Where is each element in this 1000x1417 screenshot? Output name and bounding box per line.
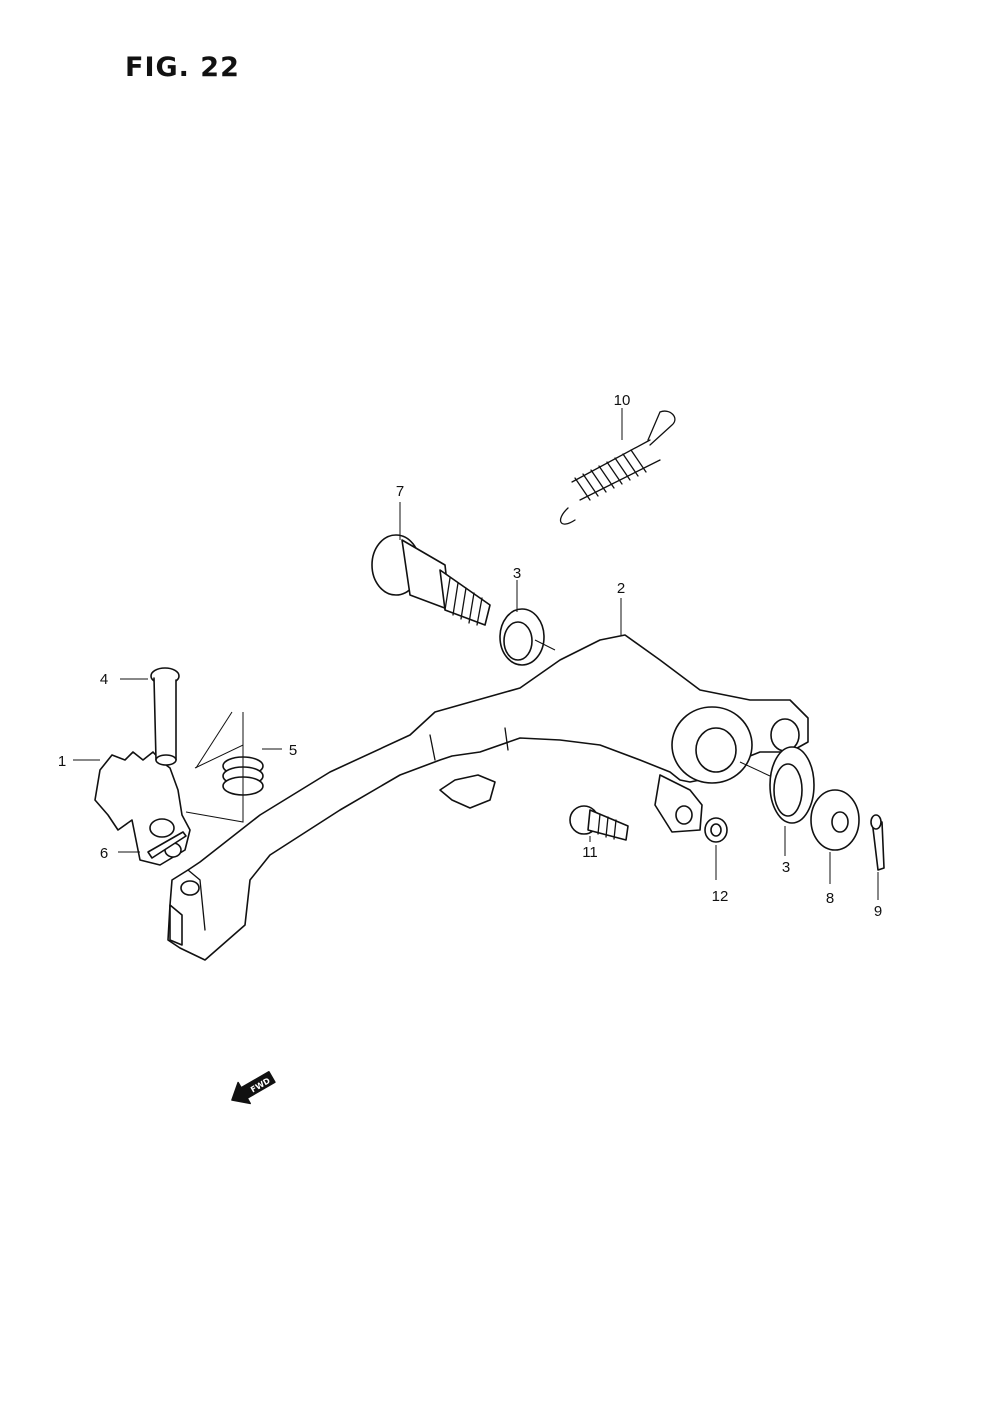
clevis-pin (150, 667, 180, 766)
oil-seal-right (739, 746, 815, 824)
callout-4: 4 (100, 671, 108, 688)
callout-3-left: 3 (513, 565, 521, 582)
callout-10: 10 (614, 392, 631, 409)
oil-seal-left (499, 608, 556, 666)
return-spring (559, 410, 676, 525)
return-spring-small (185, 711, 264, 823)
callout-5: 5 (289, 742, 297, 759)
callout-2: 2 (617, 580, 625, 597)
callout-3-right: 3 (782, 859, 790, 876)
washer (810, 789, 860, 851)
callout-8: 8 (826, 890, 834, 907)
callout-9: 9 (874, 903, 882, 920)
cotter-pin (870, 814, 885, 871)
callout-7: 7 (396, 483, 404, 500)
figure-title: FIG. 22 (125, 52, 240, 83)
pivot-bolt (371, 534, 491, 626)
callout-11: 11 (582, 844, 598, 861)
fwd-arrow-icon: FWD (231, 1071, 276, 1105)
callout-12: 12 (712, 888, 729, 905)
callout-labels: 4 1 5 6 7 3 2 10 11 12 3 8 9 (58, 392, 882, 920)
brake-pedal-lever (167, 634, 809, 961)
callout-1: 1 (58, 753, 66, 770)
cotter-pin-small (147, 831, 187, 859)
leader-lines (73, 408, 879, 900)
callout-6: 6 (100, 845, 108, 862)
pedal-footrest (94, 751, 191, 866)
nut (704, 817, 728, 843)
bolt (569, 805, 629, 841)
